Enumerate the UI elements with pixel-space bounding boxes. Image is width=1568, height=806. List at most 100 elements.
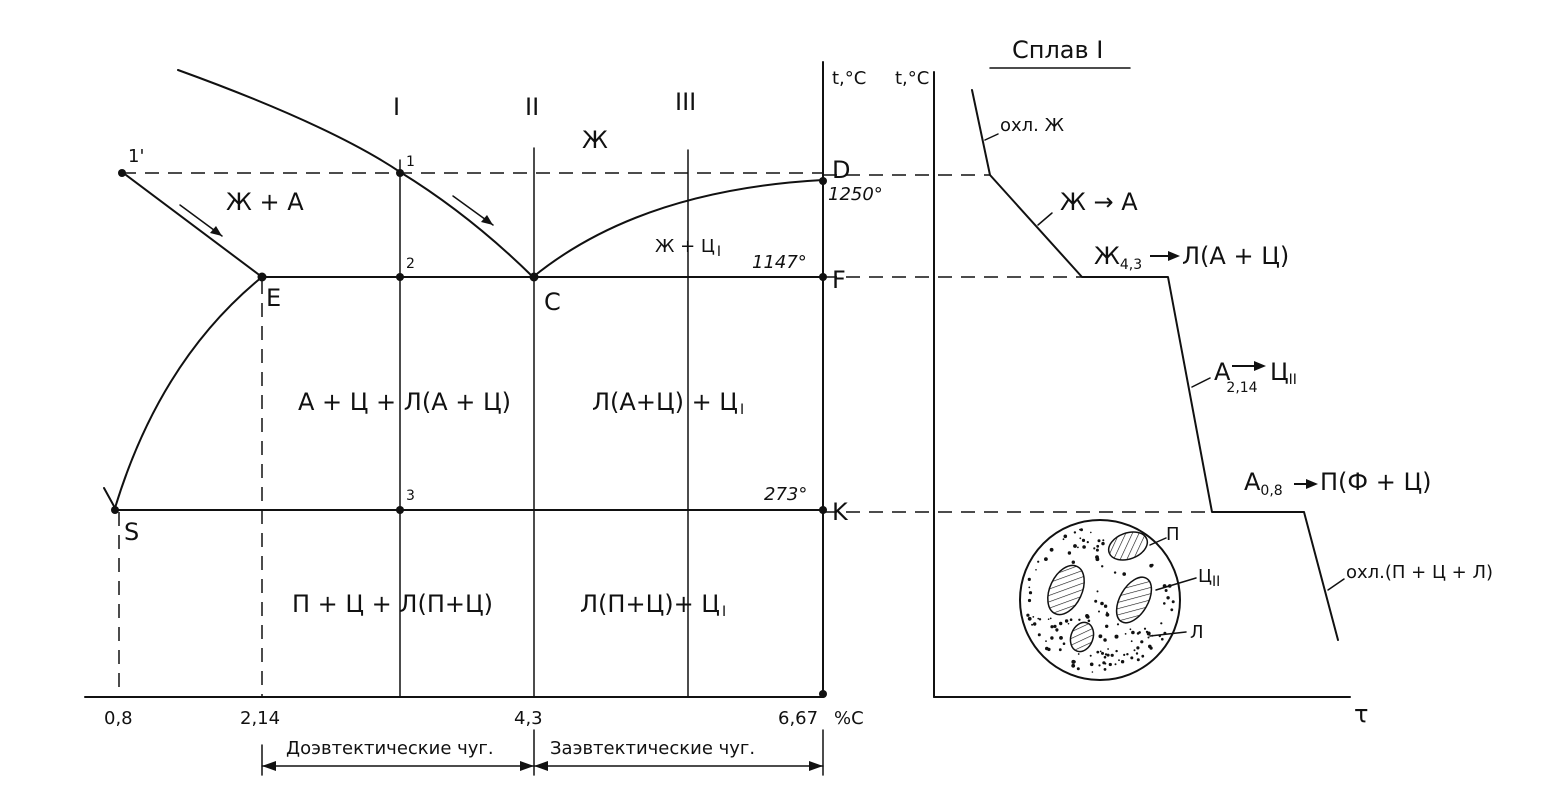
- step-eutectic-result: Л(А + Ц): [1182, 242, 1289, 270]
- ledeburite-speckle: [1164, 589, 1168, 592]
- ledeburite-speckle: [1171, 600, 1175, 604]
- ledeburite-speckle: [1098, 664, 1101, 667]
- ledeburite-speckle: [1077, 653, 1080, 655]
- alloy-label-ii: II: [525, 93, 539, 121]
- ledeburite-speckle: [1140, 640, 1144, 644]
- ledeburite-speckle: [1032, 616, 1035, 618]
- ledeburite-speckle: [1114, 634, 1119, 639]
- microstructure-circle: [1019, 519, 1181, 681]
- arrow-solidus: [179, 204, 223, 237]
- ledeburite-speckle: [1105, 612, 1110, 617]
- alloy-label-iii: III: [675, 88, 696, 116]
- label-1: 1: [406, 154, 415, 170]
- ledeburite-speckle: [1086, 541, 1089, 544]
- ledeburite-speckle: [1163, 602, 1166, 605]
- ledeburite-speckle: [1105, 624, 1109, 628]
- step-eutectic: Ж4,3: [1094, 242, 1142, 273]
- ledeburite-speckle: [1102, 539, 1105, 542]
- ledeburite-speckle: [1059, 621, 1063, 626]
- ledeburite-speckle: [1136, 646, 1140, 650]
- point-origin-cem: [819, 690, 827, 698]
- ledeburite-speckle: [1096, 544, 1100, 548]
- ledeburite-speckle: [1166, 596, 1170, 600]
- point-s: [111, 506, 119, 514]
- range-label-hyper: Заэвтектические чуг.: [550, 738, 755, 759]
- ledeburite-speckle: [1047, 618, 1050, 620]
- label-2: 2: [406, 256, 415, 272]
- point-2: [396, 273, 404, 281]
- range-arrow-1: [262, 761, 276, 771]
- ledeburite-speckle: [1049, 617, 1052, 620]
- ledeburite-speckle: [1086, 615, 1089, 618]
- point-3: [396, 506, 404, 514]
- ledeburite-speckle: [1101, 565, 1104, 568]
- step-a-result: ЦII: [1270, 358, 1297, 388]
- ledeburite-speckles: [1026, 528, 1175, 673]
- es-line: [114, 276, 263, 509]
- ledeburite-speckle: [1096, 590, 1099, 593]
- cooling-title: Сплав I: [1012, 36, 1103, 64]
- cooling-temp-axis-label: t,°C: [895, 68, 929, 89]
- ledeburite-speckle: [1049, 547, 1054, 552]
- ledeburite-speckle: [1151, 563, 1154, 567]
- ledeburite-speckle: [1063, 534, 1068, 539]
- ledeburite-speckle: [1087, 619, 1091, 623]
- step-pearlite: А0,8: [1244, 468, 1283, 499]
- ledeburite-speckle: [1090, 531, 1092, 534]
- ledeburite-speckle: [1026, 613, 1030, 617]
- tick-6-67: 6,67: [778, 708, 818, 729]
- ledeburite-speckle: [1050, 636, 1054, 640]
- ledeburite-speckle: [1102, 661, 1106, 665]
- ledeburite-speckle: [1095, 557, 1100, 562]
- point-1: [396, 169, 404, 177]
- ledeburite-speckle: [1094, 599, 1098, 603]
- point-d: [819, 177, 827, 185]
- label-c: C: [544, 288, 561, 316]
- ledeburite-speckle: [1037, 560, 1040, 563]
- range-arrow-3: [534, 761, 548, 771]
- pearlite-grain-3: [1115, 576, 1153, 624]
- ledeburite-speckle: [1147, 636, 1150, 639]
- ledeburite-speckle: [1037, 633, 1041, 637]
- ledeburite-speckle: [1097, 539, 1101, 543]
- ledeburite-speckle: [1130, 640, 1133, 643]
- point-c: [529, 272, 539, 282]
- ledeburite-speckle: [1141, 654, 1145, 658]
- pearlite-arrow-head: [1306, 479, 1318, 489]
- ledeburite-speckle: [1170, 608, 1174, 612]
- ledeburite-speckle: [1129, 628, 1132, 631]
- ledeburite-speckle: [1058, 648, 1062, 652]
- ledeburite-speckle: [1100, 601, 1104, 606]
- ledeburite-speckle: [1073, 531, 1077, 534]
- label-e: E: [266, 284, 281, 312]
- ledeburite-speckle: [1071, 659, 1076, 664]
- tick-0-8: 0,8: [104, 708, 133, 729]
- ledeburite-speckle: [1062, 642, 1066, 645]
- ledeburite-speckle: [1059, 636, 1063, 640]
- ledeburite-speckle: [1095, 548, 1099, 552]
- ledeburite-speckle: [1133, 649, 1136, 652]
- ledeburite-speckle: [1071, 560, 1076, 564]
- ledeburite-speckle: [1103, 668, 1107, 671]
- arrow-liquidus: [452, 195, 494, 226]
- ledeburite-speckle: [1089, 662, 1094, 667]
- ledeburite-speckle: [1078, 618, 1081, 621]
- ledeburite-speckle: [1079, 528, 1081, 531]
- ledeburite-speckle: [1107, 648, 1109, 650]
- ledeburite-speckle: [1028, 591, 1033, 595]
- ledeburite-speckle: [1096, 650, 1100, 654]
- ledeburite-speckle: [1126, 653, 1129, 656]
- ledeburite-speckle: [1098, 635, 1101, 638]
- ledeburite-speckle: [1089, 654, 1092, 657]
- leader-cool-liquid: [984, 133, 999, 141]
- ledeburite-speckle: [1069, 618, 1073, 621]
- ledeburite-speckle: [1146, 631, 1151, 636]
- point-1prime: [118, 169, 126, 177]
- ledeburite-speckle: [1053, 624, 1057, 629]
- ledeburite-speckle: [1064, 619, 1069, 623]
- ledeburite-speckle: [1079, 537, 1082, 540]
- cooling-time-label: τ: [1354, 700, 1368, 728]
